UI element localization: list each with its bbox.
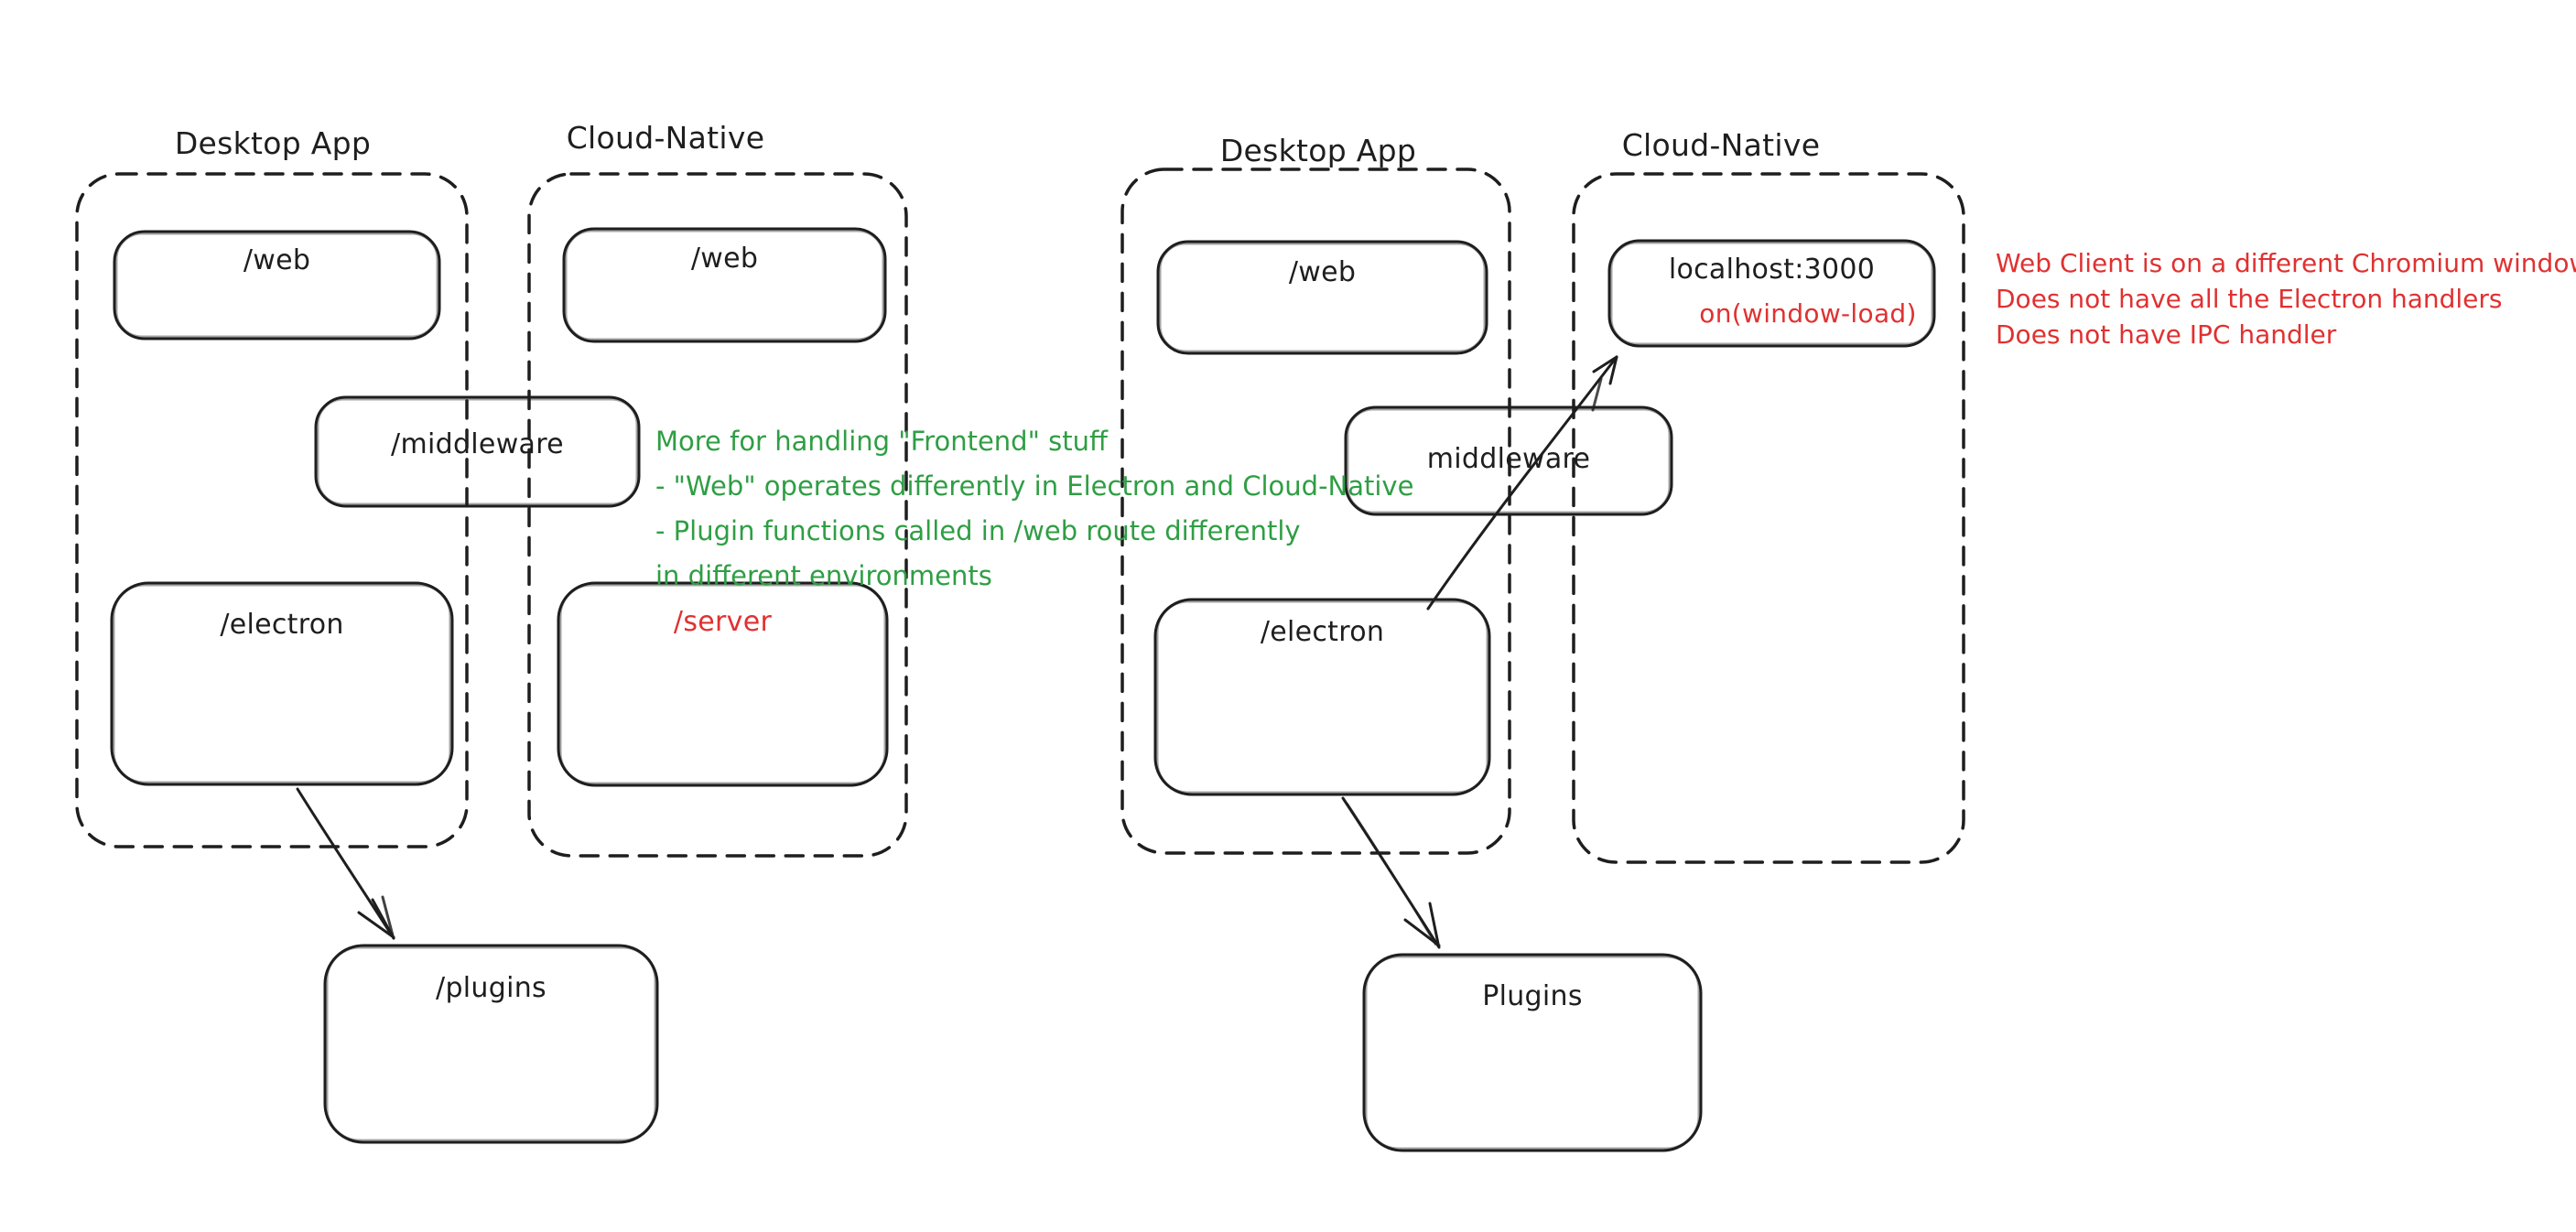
arrow-right-electron-to-plugins bbox=[1341, 796, 1441, 949]
left-electron-label: /electron bbox=[220, 609, 344, 641]
right-desktop-app-title: Desktop App bbox=[1219, 133, 1417, 168]
right-middleware-box bbox=[1344, 405, 1673, 516]
left-middleware-label: /middleware bbox=[391, 428, 564, 460]
right-window-load-label: on(window-load) bbox=[1699, 298, 1917, 329]
red-annotation-line-2: Does not have all the Electron handlers bbox=[1996, 284, 2503, 314]
left-web-cloud-box bbox=[562, 227, 887, 343]
arrow-right-electron-to-localhost bbox=[1426, 355, 1618, 611]
green-annotation-line-1: More for handling "Frontend" stuff bbox=[655, 426, 1108, 457]
green-annotation-line-4: in different environments bbox=[655, 560, 992, 591]
right-web-label: /web bbox=[1288, 256, 1357, 288]
right-plugins-box bbox=[1362, 953, 1703, 1152]
left-cloud-native-container bbox=[527, 172, 908, 858]
left-middleware-box bbox=[314, 395, 641, 508]
red-annotation-line-3: Does not have IPC handler bbox=[1996, 319, 2337, 350]
left-desktop-app-container bbox=[75, 172, 469, 848]
arrow-left-electron-to-plugins bbox=[296, 787, 395, 940]
right-cloud-native-title: Cloud-Native bbox=[1621, 127, 1821, 163]
right-localhost-label: localhost:3000 bbox=[1668, 254, 1876, 286]
green-annotation: More for handling "Frontend" stuff - "We… bbox=[655, 419, 1413, 599]
left-server-box bbox=[557, 581, 889, 787]
left-server-label: /server bbox=[673, 606, 773, 638]
right-cloud-native-container bbox=[1572, 172, 1965, 864]
left-desktop-app-title: Desktop App bbox=[174, 125, 372, 161]
left-plugins-box bbox=[323, 944, 659, 1144]
right-web-box bbox=[1156, 240, 1488, 355]
left-cloud-native-title: Cloud-Native bbox=[566, 120, 765, 156]
right-localhost-box bbox=[1607, 239, 1936, 348]
red-annotation: Web Client is on a different Chromium wi… bbox=[1996, 245, 2576, 352]
right-electron-box bbox=[1153, 598, 1491, 796]
right-plugins-label: Plugins bbox=[1482, 980, 1583, 1012]
green-annotation-line-2: - "Web" operates differently in Electron… bbox=[655, 470, 1414, 502]
left-web-desktop-box bbox=[113, 230, 441, 340]
left-web-cloud-label: /web bbox=[690, 243, 759, 275]
left-web-desktop-label: /web bbox=[243, 244, 311, 276]
red-annotation-line-1: Web Client is on a different Chromium wi… bbox=[1996, 248, 2576, 278]
right-desktop-app-container bbox=[1120, 168, 1511, 855]
left-plugins-label: /plugins bbox=[436, 972, 547, 1004]
right-electron-label: /electron bbox=[1260, 616, 1385, 648]
left-electron-box bbox=[110, 581, 454, 786]
green-annotation-line-3: - Plugin functions called in /web route … bbox=[655, 515, 1301, 546]
right-middleware-label: middleware bbox=[1426, 443, 1591, 475]
